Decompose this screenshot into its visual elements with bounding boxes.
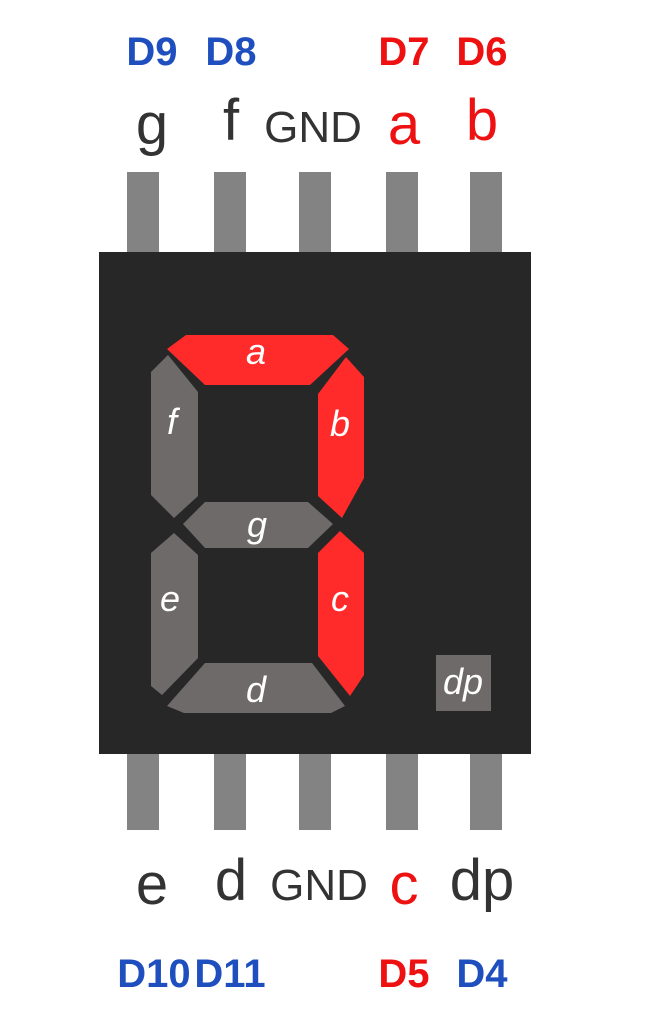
top-pin-5-segment-label: b	[465, 88, 499, 153]
bottom-pin-3	[299, 754, 331, 830]
top-pin-3	[299, 172, 331, 252]
bottom-pin-5-segment-label: dp	[449, 848, 515, 913]
segment-a-label: a	[246, 331, 266, 372]
top-pin-1-digital-label: D9	[126, 30, 178, 74]
top-pin-2-digital-label: D8	[205, 30, 257, 74]
bottom-pin-3-gnd-label: GND	[270, 861, 368, 910]
top-pin-1-segment-label: g	[135, 92, 169, 157]
bottom-pin-1	[127, 754, 159, 830]
segment-dp-label: dp	[443, 661, 483, 702]
top-pin-1	[127, 172, 159, 252]
segment-c-label: c	[331, 578, 349, 619]
segment-e	[151, 533, 198, 695]
segment-dp	[436, 655, 491, 711]
segment-c	[318, 531, 364, 696]
top-pin-2	[214, 172, 246, 252]
bottom-pin-2-segment-label: d	[214, 848, 248, 913]
segment-b-label: b	[330, 403, 350, 444]
top-pin-5-digital-label: D6	[456, 30, 508, 74]
top-pin-4	[386, 172, 418, 252]
bottom-pin-2-digital-label: D11	[194, 952, 266, 996]
bottom-pin-4	[386, 754, 418, 830]
top-pin-5	[470, 172, 502, 252]
top-pin-3-gnd-label: GND	[264, 103, 362, 152]
top-pin-4-digital-label: D7	[378, 30, 430, 74]
segment-g	[183, 502, 333, 548]
top-pin-4-segment-label: a	[387, 92, 421, 157]
bottom-pin-4-segment-label: c	[389, 852, 419, 917]
bottom-pin-2	[214, 754, 246, 830]
bottom-pin-4-digital-label: D5	[378, 952, 430, 996]
bottom-pin-5-digital-label: D4	[456, 952, 508, 996]
segment-g-label: g	[247, 504, 267, 545]
segment-e-label: e	[160, 578, 180, 619]
segment-d-label: d	[246, 669, 267, 710]
segment-d	[167, 663, 345, 713]
segment-f	[151, 355, 198, 518]
bottom-pin-1-segment-label: e	[135, 852, 169, 917]
segment-b	[318, 357, 364, 518]
bottom-pin-1-digital-label: D10	[117, 952, 191, 996]
top-pin-2-segment-label: f	[222, 88, 240, 153]
segment-a	[167, 335, 349, 385]
bottom-pin-5	[470, 754, 502, 830]
